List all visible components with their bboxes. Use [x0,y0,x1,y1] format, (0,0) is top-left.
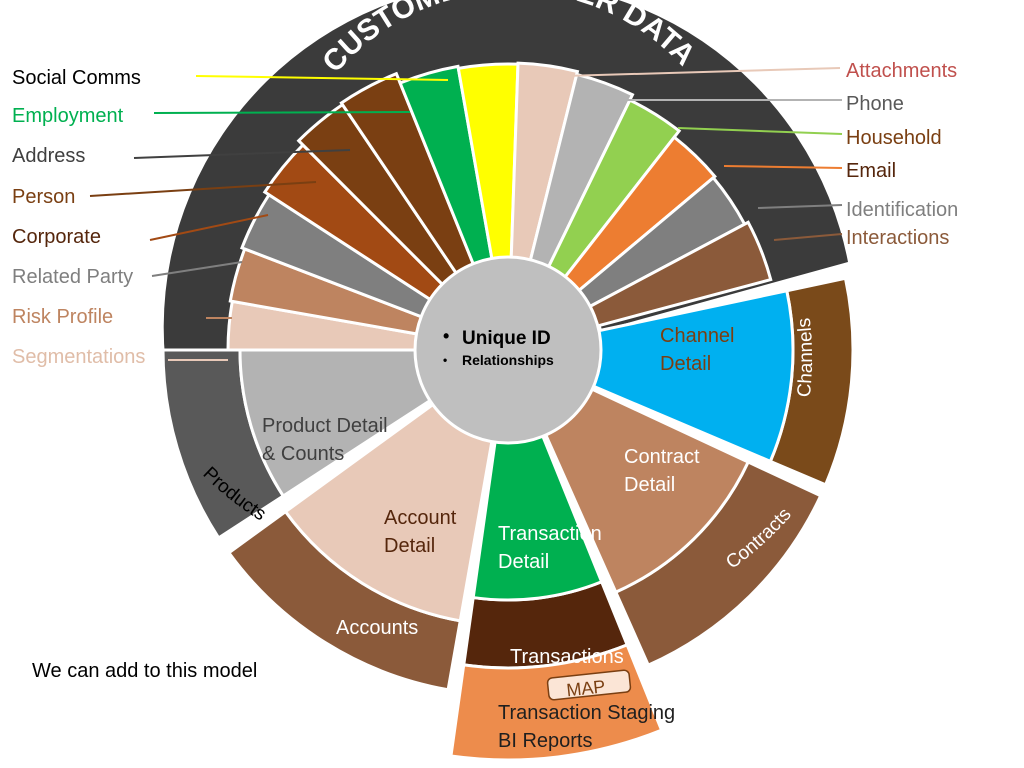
leader-email [723,165,843,169]
label-phone: Phone [846,93,904,115]
contract-detail-line1: Contract [624,446,700,468]
label-social-comms: Social Comms [12,67,141,89]
leader-attachments [563,67,841,77]
channel-detail-line1: Channel [660,325,735,347]
footnote-text: We can add to this model [32,660,258,682]
channels-ring-label: Channels [794,317,817,398]
map-tag-label: MAP [565,676,606,700]
center-hub [413,255,603,445]
accounts-label: Accounts [336,617,418,639]
product-detail-line2: & Counts [262,443,344,465]
leader-address [133,149,351,159]
account-detail-line2: Detail [384,535,435,557]
account-detail-line1: Account [384,507,457,529]
label-corporate: Corporate [12,226,101,248]
label-person: Person [12,186,75,208]
transaction-detail-line1: Transaction [498,523,602,545]
transactions-label: Transactions [510,646,624,668]
transaction-detail-line2: Detail [498,551,549,573]
leader-person [89,181,317,197]
product-detail-label: Product Detail & Counts [262,415,393,465]
label-interactions: Interactions [846,227,949,249]
channel-detail-label: Channel Detail [660,325,740,375]
map-tag [546,669,632,701]
center-bullet-2: • [443,353,447,367]
leader-household [677,127,843,135]
channel-detail-line2: Detail [660,353,711,375]
leader-corporate [149,214,269,241]
account-detail-label: Account Detail [384,507,462,557]
center-primary-text: Unique ID [462,328,551,349]
contract-detail-line2: Detail [624,474,675,496]
leader-social-comms [195,75,449,81]
leader-employment [153,111,411,114]
label-risk-profile: Risk Profile [12,306,113,328]
label-household: Household [846,127,942,149]
label-email: Email [846,160,896,182]
center-secondary-text: Relationships [462,352,554,368]
contract-detail-label: Contract Detail [624,446,705,496]
label-employment: Employment [12,105,124,127]
transaction-detail-label: Transaction Detail [498,523,607,573]
label-attachments: Attachments [846,60,957,82]
product-detail-line1: Product Detail [262,415,388,437]
center-bullet-1: • [443,326,449,346]
transaction-staging-line2: BI Reports [498,730,592,752]
leader-related-party [151,261,243,277]
leader-interactions [773,233,843,241]
label-segmentations: Segmentations [12,346,145,368]
label-identification: Identification [846,199,958,221]
leader-identification [757,204,843,209]
label-related-party: Related Party [12,266,133,288]
transaction-staging-line1: Transaction Staging [498,702,675,724]
label-address: Address [12,145,85,167]
